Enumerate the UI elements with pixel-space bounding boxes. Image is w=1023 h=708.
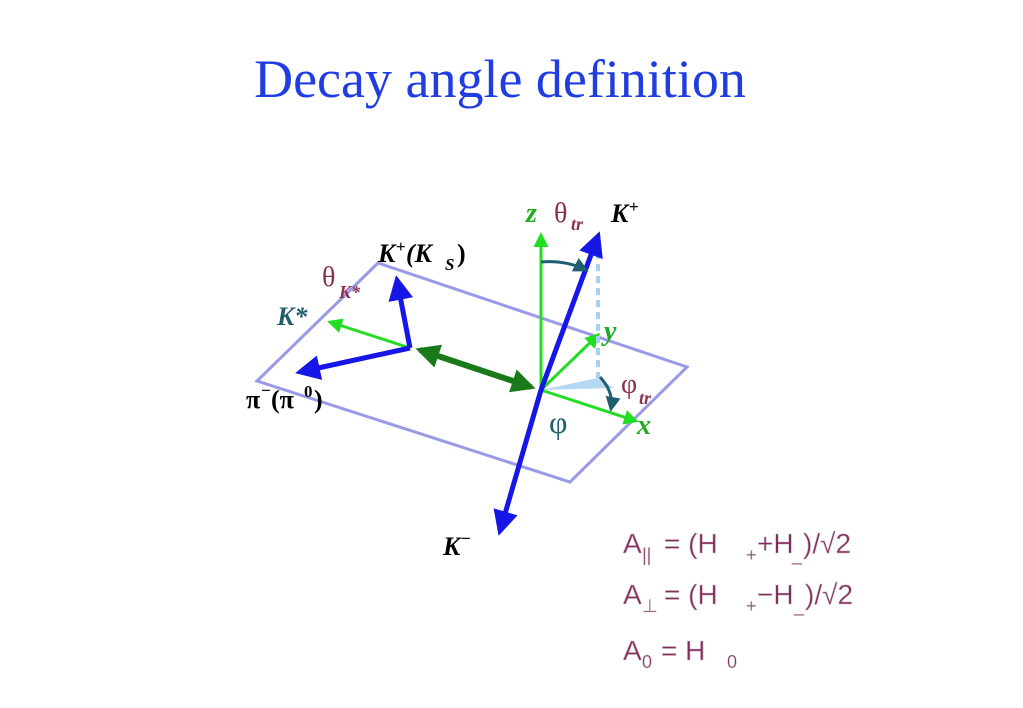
theta-tr-subscript: tr [571, 214, 584, 234]
svg-text:0: 0 [727, 652, 737, 672]
y-axis-arrow [539, 332, 601, 392]
k-star-axis-arrow [327, 318, 411, 350]
theta-k-star-symbol: θ [322, 262, 335, 293]
decay-plane [254, 261, 690, 484]
theta-tr-symbol: θ [554, 198, 567, 229]
svg-text:+: + [746, 596, 757, 616]
svg-text:_: _ [793, 596, 805, 617]
page-title: Decay angle definition [254, 49, 746, 109]
k-plus-ks-close-paren: ) [457, 239, 466, 268]
svg-text:= H: = H [661, 635, 705, 666]
svg-text:= (H: = (H [664, 528, 718, 559]
svg-text:= (H: = (H [664, 579, 718, 610]
theta-tr-arc [540, 257, 589, 272]
k-minus-arrow [493, 389, 544, 536]
svg-text:)/√2: )/√2 [803, 528, 851, 559]
phi-tr-symbol: φ [621, 369, 637, 400]
phi-label: φ [549, 404, 567, 440]
svg-text:+H: +H [757, 528, 794, 559]
pi0-superscript: 0 [304, 382, 313, 401]
k-plus-ks-superscript: + [396, 237, 406, 256]
svg-text:−H: −H [757, 579, 794, 610]
phi-tr-subscript: tr [639, 388, 652, 408]
y-axis-label: y [601, 316, 617, 347]
formula-a-parallel: A || = (H + +H _ )/√2 [623, 528, 852, 567]
k-plus-superscript: + [629, 197, 639, 216]
formula-a-zero: A 0 = H 0 [623, 635, 738, 673]
k-plus-ks-label: K [377, 239, 397, 268]
z-axis-label: z [525, 198, 537, 229]
phi-momentum-double-arrow [415, 344, 536, 393]
k-plus-ks-subscript: S [445, 255, 454, 274]
k-plus-ks-paren-label: (K [406, 239, 434, 268]
pi-minus-superscript: − [261, 381, 271, 400]
k-minus-label: K [442, 532, 462, 561]
phi-tr-arc [598, 375, 621, 412]
k-plus-arrow [538, 231, 603, 391]
pi0-label: (π [271, 385, 294, 414]
pi-minus-label: π [246, 385, 260, 414]
svg-text:A: A [623, 635, 642, 666]
svg-text:⊥: ⊥ [642, 596, 658, 616]
svg-text:+: + [746, 545, 757, 565]
svg-text:)/√2: )/√2 [805, 579, 853, 610]
x-axis-label: x [636, 410, 651, 441]
phi-tr-wedge [541, 378, 614, 390]
x-axis-arrow [540, 388, 639, 425]
k-plus-label: K [610, 199, 630, 228]
k-star-label: K* [276, 302, 308, 331]
k-plus-ks-arrow [388, 275, 414, 349]
theta-k-star-subscript: K* [338, 282, 361, 302]
svg-text:A: A [623, 528, 642, 559]
svg-text:_: _ [791, 545, 803, 566]
formula-a-perp: A ⊥ = (H + −H _ )/√2 [623, 579, 854, 618]
pi-minus-arrow [295, 345, 411, 380]
k-minus-superscript: − [461, 529, 471, 548]
svg-text:||: || [642, 545, 651, 565]
svg-text:0: 0 [642, 652, 652, 672]
svg-text:A: A [623, 579, 642, 610]
pi0-close-paren: ) [314, 385, 323, 414]
